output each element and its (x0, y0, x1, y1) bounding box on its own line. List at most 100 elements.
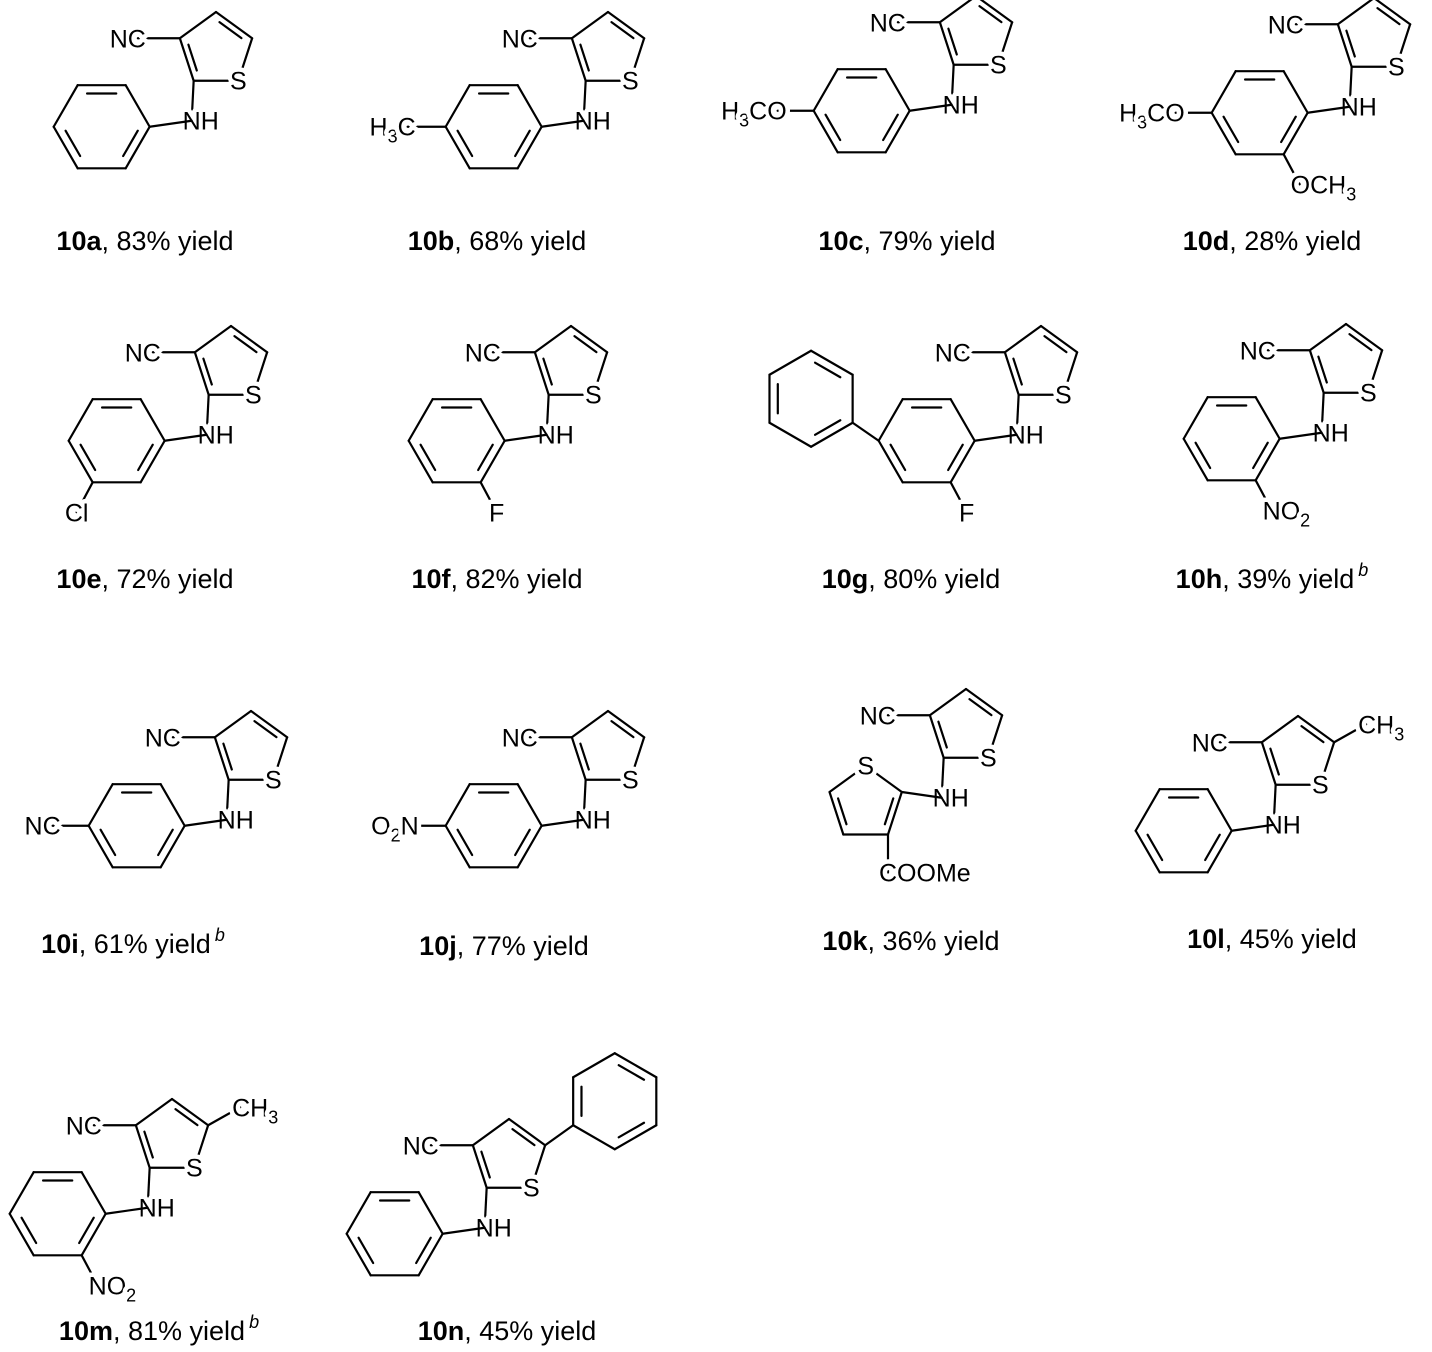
benzene-ring-bond (1282, 111, 1309, 156)
bond-line (75, 481, 94, 514)
nitrile-label: NC (870, 9, 906, 37)
bond-line (80, 1254, 99, 1287)
caption-separator: , (457, 931, 472, 961)
benzene-ring-bond (768, 349, 813, 376)
thiophene-ring-bond (886, 790, 903, 836)
thiophene-ring-bond (1003, 351, 1020, 396)
yield-text: 28% yield (1244, 226, 1361, 256)
compound-caption: 10c, 79% yield (818, 226, 995, 256)
double-bond-line (1317, 355, 1328, 384)
double-bond-line (1280, 115, 1297, 144)
caption-separator: , (1225, 924, 1240, 954)
double-bond-line (222, 742, 233, 771)
thiophene-ring-bond (507, 1117, 547, 1147)
bond-line (207, 1106, 242, 1127)
benzene-ring-bond (67, 398, 94, 442)
double-bond-line (99, 828, 117, 857)
thiophene-ring-bond (979, 0, 1014, 24)
benzene-ring-bond (1206, 829, 1233, 874)
benzene-ring-bond (1182, 437, 1209, 482)
double-bond-line (419, 443, 437, 472)
n-aryl-bond (1230, 823, 1275, 832)
double-bond-line (882, 113, 899, 142)
n-aryl-bond (503, 433, 548, 442)
thiophene-ring-bond (1260, 741, 1277, 786)
double-bond-line (477, 443, 494, 472)
yield-text: 81% yield (128, 1316, 245, 1346)
benzene-ring-bond (809, 349, 854, 376)
biaryl-bond (851, 421, 880, 442)
yield-text: 79% yield (879, 226, 996, 256)
amine-bond (190, 79, 195, 122)
double-bond-line (174, 1108, 199, 1127)
caption-separator: , (79, 929, 94, 959)
compound-id: 10a (56, 226, 102, 256)
nitrile-label: NC (145, 724, 181, 752)
amine-bond (483, 1186, 488, 1229)
footnote-marker: b (215, 925, 225, 945)
nitrile-label: NC (1240, 337, 1276, 365)
caption-separator: , (464, 1316, 479, 1346)
sulfur-label: S (585, 382, 602, 410)
double-bond-line (143, 1130, 154, 1159)
n-aryl-bond (540, 818, 585, 827)
benzene-ring-bond (877, 398, 904, 442)
amine-bond (582, 778, 587, 821)
thiophene-ring-bond (1336, 23, 1353, 68)
n-aryl-bond (148, 119, 193, 128)
compound-id: 10e (56, 564, 101, 594)
double-bond-line (1222, 115, 1240, 144)
double-bond-line (456, 828, 474, 857)
yield-text: 45% yield (1240, 924, 1357, 954)
sulfur-label: S (265, 767, 282, 795)
benzene-ring-bond (444, 783, 471, 827)
benzene-ring-bond (80, 1212, 107, 1257)
compound-caption: 10j, 77% yield (419, 931, 589, 961)
compound-caption: 10n, 45% yield (418, 1316, 597, 1346)
benzene-ring-bond (516, 125, 543, 170)
benzene-ring-bond (812, 109, 839, 154)
double-bond-line (947, 27, 958, 56)
thiophene-ring-bond (1296, 714, 1336, 744)
sulfur-label: S (523, 1175, 540, 1203)
benzene-ring-bond (613, 1124, 658, 1151)
nitrile-label: NC (502, 724, 538, 752)
amine-bond (1272, 783, 1277, 826)
thiophene-ring-bond (987, 714, 1004, 759)
double-bond-line (78, 1216, 95, 1245)
thiophene-ring-bond (178, 37, 195, 82)
amine-bond (146, 1166, 151, 1209)
benzene-ring-bond (407, 439, 434, 484)
caption-separator: , (867, 926, 882, 956)
thiophene-ring-bond (213, 709, 253, 739)
benzene-ring-bond (613, 1052, 658, 1079)
thiophene-ring-bond (193, 1124, 210, 1169)
benzene-ring-bond (877, 439, 904, 484)
nitrile-label: NC (125, 339, 161, 367)
benzene-ring-bond (417, 1232, 444, 1277)
benzene-ring-bond (1254, 396, 1281, 440)
benzene-ring-bond (345, 1232, 372, 1277)
yield-text: 45% yield (479, 1316, 596, 1346)
thiophene-ring-bond (134, 1124, 151, 1169)
sulfur-label: S (1388, 54, 1405, 82)
double-bond-line (610, 720, 635, 739)
double-bond-line (836, 797, 848, 826)
double-bond-line (1012, 357, 1023, 386)
compound-caption: 10a, 83% yield (56, 226, 233, 256)
thiophene-ring-bond (213, 736, 230, 781)
double-bond-line (813, 361, 842, 379)
benzene-ring-bond (949, 398, 976, 442)
caption-separator: , (1229, 226, 1244, 256)
methoxy-label: H3CO (721, 98, 787, 131)
